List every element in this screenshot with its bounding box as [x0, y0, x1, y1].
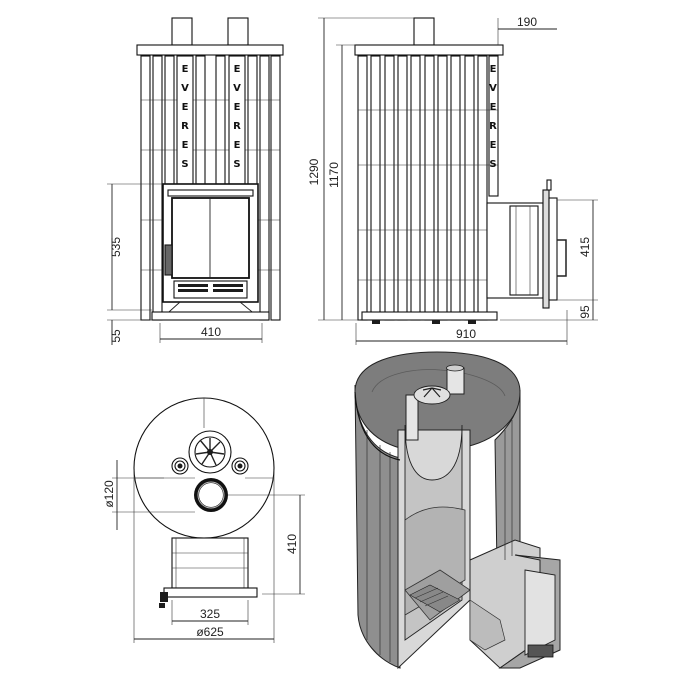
side-base: [361, 311, 498, 321]
dim-pipe-diameter: ø120: [102, 480, 116, 508]
brand-letter: E: [182, 64, 189, 75]
front-dimensions: 535 55 410: [107, 183, 263, 345]
side-tunnel: [486, 179, 567, 309]
side-dimensions: 1290 1170 190 415 95 910: [307, 15, 598, 345]
top-pipe-right: [231, 457, 249, 475]
dim-side-tunnel: 415: [578, 237, 592, 257]
brand-letter: E: [234, 102, 241, 113]
top-tunnel: [159, 537, 258, 608]
brand-letter: V: [233, 83, 241, 94]
top-damper-rosette: [188, 430, 232, 474]
dim-side-top: 190: [517, 15, 537, 29]
dim-front-bottom: 55: [109, 329, 123, 343]
side-chimney: [413, 17, 435, 46]
front-cladding-bars: [140, 55, 281, 321]
brand-letter: E: [234, 140, 241, 151]
brand-letter: R: [181, 121, 189, 132]
front-feet: [159, 301, 263, 321]
brand-letter: R: [233, 121, 241, 132]
dim-front-width: 410: [201, 325, 221, 339]
top-view: [133, 397, 275, 608]
dim-front-door-height: 535: [109, 237, 123, 257]
brand-letter: E: [490, 140, 497, 151]
dim-top-diameter: ø625: [196, 625, 224, 639]
brand-letter: V: [181, 83, 189, 94]
brand-letter: E: [490, 102, 497, 113]
ash-grille: [178, 284, 243, 292]
brand-letter: S: [233, 159, 240, 170]
brand-letter: E: [182, 140, 189, 151]
brand-letter: S: [181, 159, 188, 170]
brand-letter: V: [489, 83, 497, 94]
brand-letter: R: [489, 121, 497, 132]
brand-letter: E: [234, 64, 241, 75]
side-top-plate: [354, 44, 504, 56]
cutaway-chimney: [446, 367, 465, 395]
dim-side-bottom: 95: [578, 305, 592, 319]
front-chimney-left: [171, 17, 193, 46]
top-dimensions: ø120 410 325 ø625: [102, 460, 305, 643]
top-flue-ring: [194, 478, 228, 512]
front-top-plate: [136, 44, 284, 56]
dim-side-width: 910: [456, 327, 476, 341]
front-door: [162, 183, 259, 303]
brand-letter: E: [490, 64, 497, 75]
dim-top-depth: 410: [285, 534, 299, 554]
top-pipe-left: [171, 457, 189, 475]
cutaway-render: [354, 351, 561, 670]
front-chimney-right: [227, 17, 249, 46]
brand-letter: E: [182, 102, 189, 113]
brand-letter: S: [489, 159, 496, 170]
side-cladding-bars: [357, 55, 499, 321]
dim-body-height: 1170: [327, 162, 341, 188]
dim-tunnel-width: 325: [200, 607, 220, 621]
dim-total-height: 1290: [307, 158, 321, 185]
